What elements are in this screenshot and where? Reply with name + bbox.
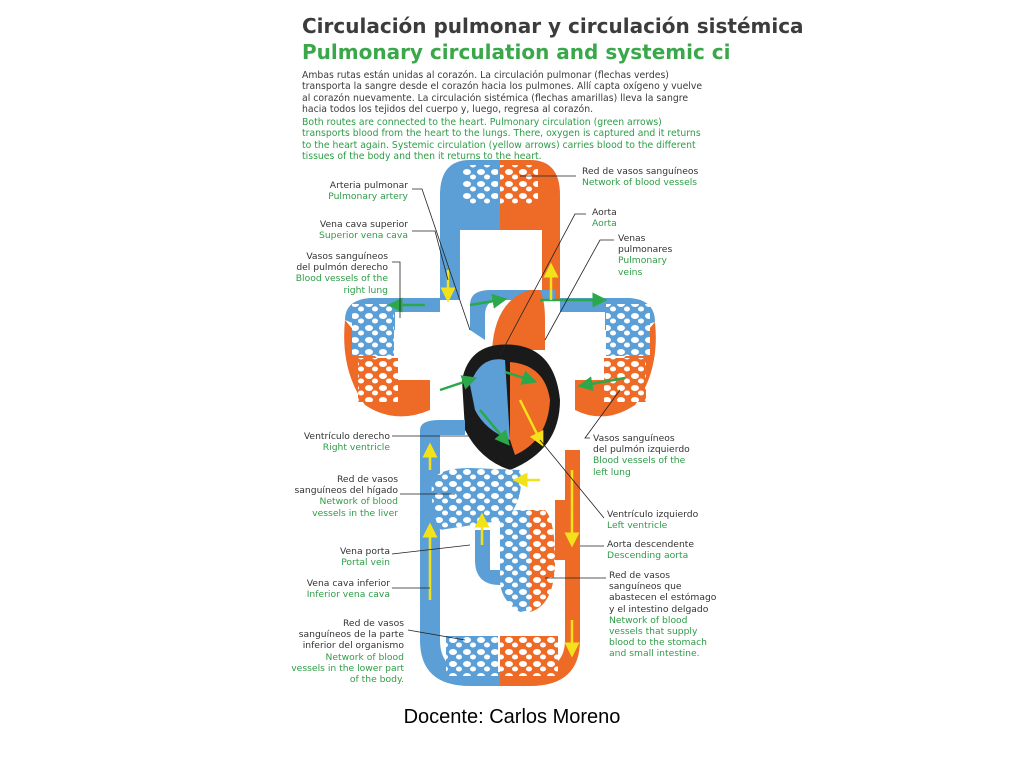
heart: [462, 344, 560, 470]
title-english: Pulmonary circulation and systemic circu…: [302, 40, 730, 64]
leader-lines: [391, 175, 621, 641]
label-descending-aorta: Aorta descendente Descending aorta: [607, 539, 695, 562]
label-aorta: Aorta Aorta: [592, 207, 617, 230]
label-liver-network: Red de vasos sanguíneos del hígado Netwo…: [294, 474, 399, 519]
right-lung-vessels: [344, 298, 440, 417]
footer-teacher: Docente: Carlos Moreno: [403, 706, 621, 728]
label-lower-body-network: Red de vasos sanguíneos de la parte infe…: [291, 618, 404, 686]
label-left-ventricle: Ventrículo izquierdo Left ventricle: [607, 509, 699, 532]
label-right-lung-vessels: Vasos sanguíneos del pulmón derecho Bloo…: [295, 251, 388, 296]
top-network: [440, 160, 560, 300]
label-left-lung-vessels: Vasos sanguíneos del pulmón izquierdo Bl…: [593, 433, 690, 478]
label-superior-vena-cava: Vena cava superior Superior vena cava: [319, 219, 408, 242]
title-spanish: Circulación pulmonar y circulación sisté…: [302, 14, 804, 38]
label-inferior-vena-cava: Vena cava inferior Inferior vena cava: [306, 578, 390, 601]
label-pulmonary-veins: Venas pulmonares Pulmonary veins: [618, 233, 673, 278]
stomach-network: [500, 500, 567, 612]
intro-spanish: Ambas rutas están unidas al corazón. La …: [302, 70, 703, 116]
label-right-ventricle: Ventrículo derecho Right ventricle: [303, 431, 390, 454]
left-lung-vessels: [560, 298, 656, 417]
label-pulmonary-artery: Arteria pulmonar Pulmonary artery: [328, 180, 408, 203]
label-top-network: Red de vasos sanguíneos Network of blood…: [582, 166, 699, 189]
intro-english: Both routes are connected to the heart. …: [302, 117, 701, 163]
label-stomach-network: Red de vasos sanguíneos que abastecen el…: [609, 570, 717, 660]
label-portal-vein: Vena porta Portal vein: [339, 546, 390, 569]
